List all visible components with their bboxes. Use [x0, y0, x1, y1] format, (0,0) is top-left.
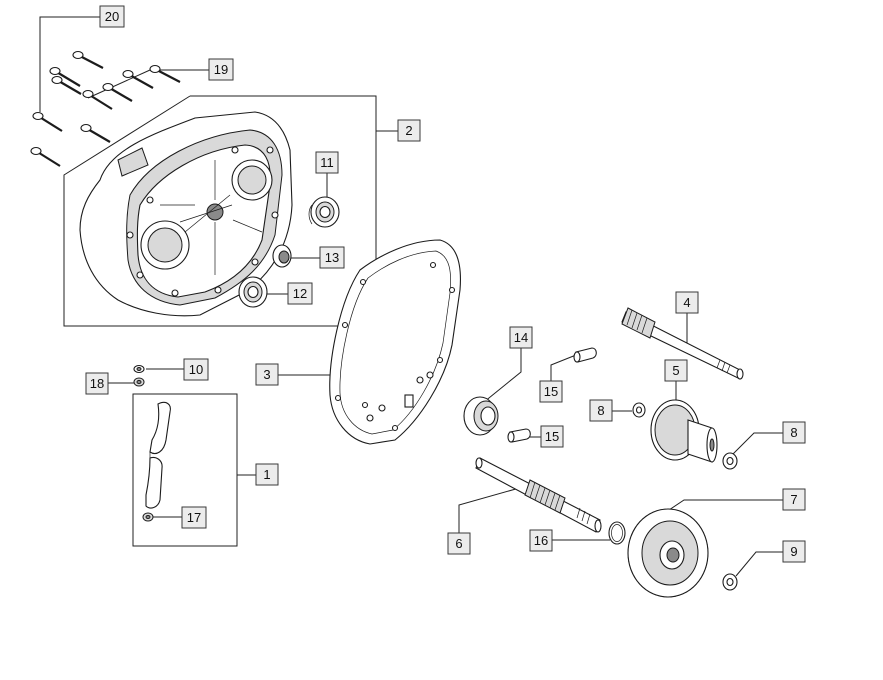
hose-assembly [145, 401, 171, 509]
callout-c19: 19 [208, 58, 234, 81]
callout-c4: 4 [675, 291, 699, 314]
callout-number: 12 [293, 286, 307, 301]
clamp-17 [142, 512, 154, 522]
leader-19b [87, 69, 151, 99]
bearing-13 [272, 244, 292, 268]
callout-c5: 5 [664, 359, 688, 382]
callout-c12: 12 [287, 282, 313, 305]
callout-c9: 9 [782, 540, 806, 563]
callout-number: 2 [405, 123, 412, 138]
callout-number: 5 [672, 363, 679, 378]
callout-c13: 13 [319, 246, 345, 269]
callout-number: 20 [105, 9, 119, 24]
leader-2-frame [63, 95, 377, 327]
callout-box [287, 282, 313, 305]
callout-c3: 3 [255, 363, 279, 386]
callout-box [782, 488, 806, 511]
callout-c15a: 15 [539, 380, 563, 403]
callout-c14: 14 [509, 326, 533, 349]
callout-box [447, 532, 471, 555]
callout-number: 15 [545, 429, 559, 444]
callout-c7: 7 [782, 488, 806, 511]
callout-box [255, 363, 279, 386]
callout-c1: 1 [255, 463, 279, 486]
callout-number: 13 [325, 250, 339, 265]
washer-8-right [722, 452, 738, 470]
callout-box [529, 529, 553, 552]
callout-number: 19 [214, 62, 228, 77]
washer-10 [133, 364, 145, 374]
callout-number: 8 [790, 425, 797, 440]
dowel-pin-15-lower [507, 428, 531, 443]
washer-9 [722, 573, 738, 591]
callout-number: 9 [790, 544, 797, 559]
callout-c10: 10 [183, 358, 209, 381]
driven-shaft-4 [621, 307, 744, 380]
callout-box [782, 540, 806, 563]
callout-number: 7 [790, 492, 797, 507]
callout-box [85, 372, 109, 395]
callout-box [183, 358, 209, 381]
callout-box [540, 425, 564, 448]
callout-number: 11 [320, 155, 334, 170]
bolts-group [30, 50, 181, 167]
callout-c20: 20 [99, 5, 125, 28]
callout-box [208, 58, 234, 81]
output-shaft-6 [475, 457, 602, 533]
callout-number: 4 [683, 295, 690, 310]
callout-number: 6 [455, 536, 462, 551]
gear-7 [627, 508, 709, 598]
callout-box [181, 506, 207, 529]
leader-1-frame [132, 393, 238, 547]
callout-number: 14 [514, 330, 528, 345]
leader-9 [735, 551, 783, 577]
gasket [329, 239, 461, 445]
callout-box [664, 359, 688, 382]
nut-18 [133, 377, 145, 387]
callout-c8b: 8 [782, 421, 806, 444]
callout-c8a: 8 [589, 399, 613, 422]
callout-c18: 18 [85, 372, 109, 395]
bearing-11 [308, 196, 340, 228]
callout-box [99, 5, 125, 28]
callout-number: 18 [90, 376, 104, 391]
callout-box [509, 326, 533, 349]
leader-20 [39, 16, 100, 112]
bearing-12 [238, 276, 268, 308]
callout-c16: 16 [529, 529, 553, 552]
callout-number: 3 [263, 367, 270, 382]
callout-box [539, 380, 563, 403]
callout-number: 8 [597, 403, 604, 418]
callout-number: 15 [544, 384, 558, 399]
gear-5 [650, 399, 718, 463]
callout-c15b: 15 [540, 425, 564, 448]
callout-number: 1 [263, 467, 270, 482]
circlip-16 [608, 521, 626, 545]
callout-box [589, 399, 613, 422]
callout-c17: 17 [181, 506, 207, 529]
callout-box [397, 119, 421, 142]
transmission-cover [79, 111, 293, 317]
callout-box [782, 421, 806, 444]
oil-seal-14 [463, 396, 499, 436]
callout-c11: 11 [315, 151, 339, 174]
callout-box [315, 151, 339, 174]
leader-15a [550, 354, 577, 381]
callout-c2: 2 [397, 119, 421, 142]
callout-c6: 6 [447, 532, 471, 555]
callout-number: 16 [534, 533, 548, 548]
callout-number: 10 [189, 362, 203, 377]
washer-8-left [632, 402, 646, 418]
callout-box [255, 463, 279, 486]
leader-8b [731, 432, 783, 456]
dowel-pin-15-upper [573, 347, 597, 363]
leader-6 [458, 484, 531, 533]
callout-number: 17 [187, 510, 201, 525]
leader-14 [483, 348, 522, 403]
callout-box [319, 246, 345, 269]
callout-box [675, 291, 699, 314]
